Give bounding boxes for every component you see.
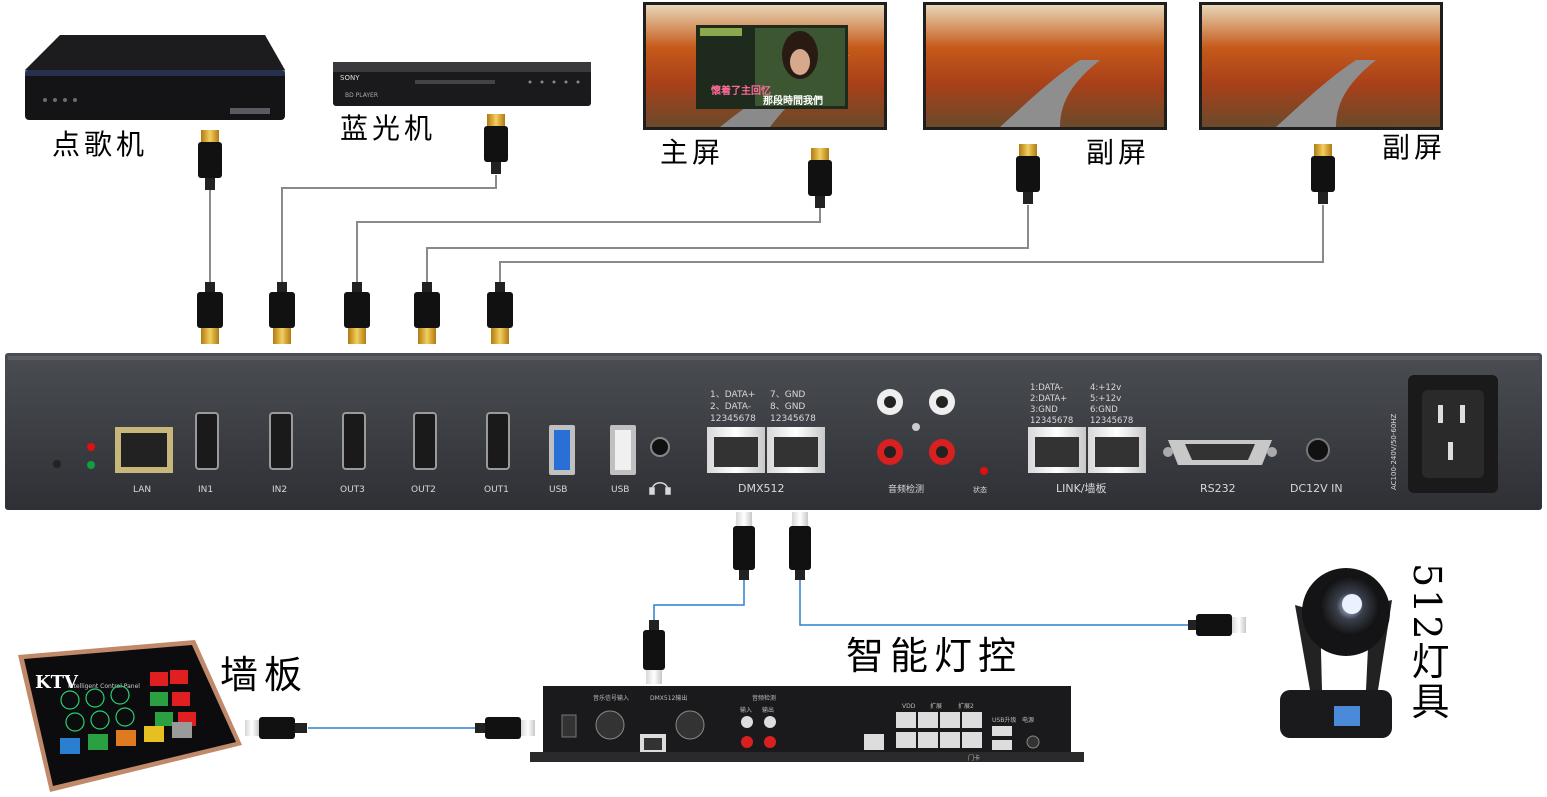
- port-label-link: LINK/墙板: [1056, 481, 1107, 495]
- sub-screen-display-1: [923, 2, 1167, 130]
- dmx-pin-7: 7、GND: [770, 390, 805, 400]
- link-pin-numbers-a: 12345678: [1030, 416, 1073, 426]
- bluray-player: SONY BD PLAYER: [333, 62, 591, 106]
- dmx-pin-numbers-b: 12345678: [770, 414, 816, 424]
- headphone-icon: [649, 482, 671, 495]
- light-box-label-7: 扩展2: [958, 702, 974, 710]
- port-labels: LAN IN1 IN2 OUT3 OUT2 OUT1 USB USB DMX51…: [133, 383, 1398, 495]
- port-label-lan: LAN: [133, 485, 151, 495]
- label-sub-screen-1: 副屏: [1086, 136, 1151, 169]
- wall-panel-device: KTV Intelligent Control Panel: [18, 640, 242, 792]
- sub-screen-display-2: [1199, 2, 1443, 130]
- link-pin-numbers-b: 12345678: [1090, 416, 1133, 426]
- song-machine: [25, 35, 285, 120]
- link-pin-1: 1:DATA-: [1030, 383, 1063, 393]
- port-label-power: AC100-240V/50-60HZ: [1390, 413, 1398, 490]
- dmx-pin-numbers-a: 12345678: [710, 414, 756, 424]
- label-song-machine: 点歌机: [52, 128, 149, 161]
- bluray-brand: SONY: [340, 74, 360, 82]
- link-pin-5: 5:+12v: [1090, 394, 1121, 404]
- port-label-dmx: DMX512: [738, 482, 785, 495]
- hdmi-connectors-unit: [197, 282, 513, 344]
- rj45-connectors-lower: [245, 614, 1246, 739]
- dmx-pin-8: 8、GND: [770, 402, 805, 412]
- light-box-labels: 音乐信号输入 DMX512输出 音频检测 输入 输出 VDD 扩展 扩展2 门卡…: [593, 694, 1034, 762]
- bluray-model: BD PLAYER: [345, 92, 378, 99]
- moving-head-fixture: [1280, 568, 1392, 738]
- light-box-label-10: 电源: [1022, 716, 1034, 724]
- wall-panel-brand: KTV: [35, 672, 79, 693]
- port-label-usb2: USB: [611, 485, 629, 495]
- label-light-control: 智能灯控: [846, 634, 1023, 678]
- light-box-label-1: DMX512输出: [650, 694, 687, 702]
- karaoke-lyrics-2: 那段時間我們: [763, 94, 823, 107]
- blue-cable-lines: [308, 580, 1190, 729]
- port-label-dc: DC12V IN: [1290, 482, 1343, 495]
- light-box-label-0: 音乐信号输入: [593, 694, 629, 702]
- main-screen-display: 懷着了主回忆 那段時間我們: [643, 2, 887, 130]
- label-sub-screen-2: 副屏: [1382, 131, 1447, 164]
- port-label-usb1: USB: [549, 485, 567, 495]
- light-box-label-2: 音频检测: [752, 694, 776, 702]
- light-box-label-9: USB升级: [992, 716, 1016, 724]
- hdmi-connectors-top: [198, 114, 1335, 208]
- link-pin-3: 3:GND: [1030, 405, 1058, 415]
- port-label-in1: IN1: [198, 485, 213, 495]
- port-label-out1: OUT1: [484, 485, 509, 495]
- power-led: [87, 443, 95, 451]
- status-led: [87, 461, 95, 469]
- port-label-status: 状态: [973, 485, 987, 494]
- label-bluray: 蓝光机: [340, 112, 437, 145]
- link-pin-6: 6:GND: [1090, 405, 1118, 415]
- wall-panel-buttons: [60, 670, 196, 754]
- light-control-box: [530, 686, 1084, 762]
- port-label-rs232: RS232: [1200, 482, 1236, 495]
- dmx-pin-2: 2、DATA-: [710, 402, 751, 412]
- wall-panel-subtitle: Intelligent Control Panel: [68, 683, 140, 690]
- rj45-connectors-dmx: [733, 512, 811, 580]
- label-fixture: 512灯具: [1405, 563, 1449, 722]
- hdmi-cable-lines: [209, 175, 1324, 285]
- label-wall-panel: 墙板: [220, 653, 309, 697]
- main-unit-ports: [53, 375, 1498, 493]
- dmx-pin-1: 1、DATA+: [710, 390, 755, 400]
- link-pin-4: 4:+12v: [1090, 383, 1121, 393]
- light-box-label-4: 输出: [762, 706, 774, 714]
- link-pin-2: 2:DATA+: [1030, 394, 1067, 404]
- label-main-screen: 主屏: [660, 136, 725, 169]
- port-label-out2: OUT2: [411, 485, 436, 495]
- port-label-in2: IN2: [272, 485, 287, 495]
- karaoke-lyrics-1: 懷着了主回忆: [710, 84, 771, 97]
- light-box-label-5: VDD: [902, 703, 916, 710]
- port-label-audio: 音频检测: [888, 483, 924, 495]
- port-label-out3: OUT3: [340, 485, 365, 495]
- light-box-label-8: 门卡: [968, 754, 980, 762]
- light-box-label-3: 输入: [740, 706, 752, 714]
- light-box-label-6: 扩展: [930, 702, 942, 710]
